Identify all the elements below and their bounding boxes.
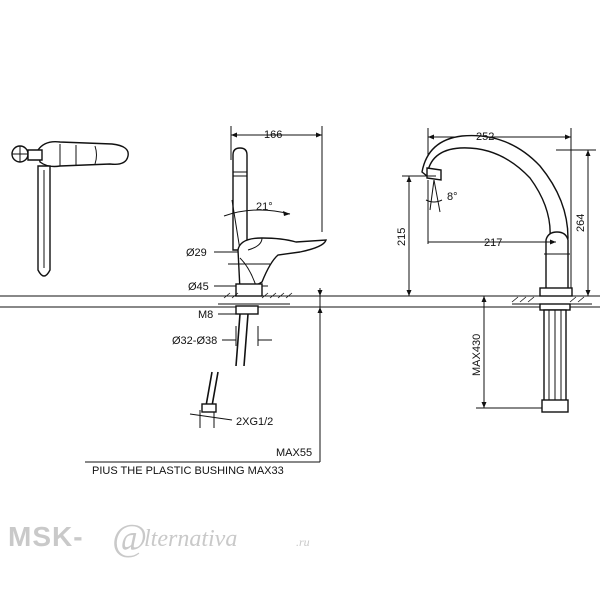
dim-hole-range: Ø32-Ø38 bbox=[172, 335, 217, 347]
dim-spout-height: 215 bbox=[396, 228, 408, 246]
dim-rotation-angle: 21° bbox=[256, 201, 273, 213]
dim-max-depth: MAX430 bbox=[471, 334, 483, 376]
dim-hose-connection: 2XG1/2 bbox=[236, 416, 273, 428]
dim-side-width: 166 bbox=[264, 129, 282, 141]
watermark-at-symbol: @ bbox=[112, 517, 147, 559]
dim-spout-angle: 8° bbox=[447, 191, 458, 203]
dim-spout-width: 252 bbox=[476, 131, 494, 143]
note-bushing: PIUS THE PLASTIC BUSHING MAX33 bbox=[92, 465, 284, 477]
dim-total-height: 264 bbox=[575, 214, 587, 232]
dim-base-diameter: Ø45 bbox=[188, 281, 209, 293]
front-view bbox=[402, 128, 596, 413]
dim-spout-reach: 217 bbox=[484, 237, 502, 249]
watermark-brand-left: MSK- bbox=[8, 521, 84, 552]
top-view bbox=[11, 140, 129, 277]
note-max-thickness: MAX55 bbox=[276, 447, 312, 459]
dim-thread: M8 bbox=[198, 309, 213, 321]
watermark-brand-right: lternativa bbox=[144, 526, 237, 552]
watermark-domain: .ru bbox=[296, 535, 310, 549]
side-view bbox=[85, 126, 327, 463]
dim-body-diameter: Ø29 bbox=[186, 247, 207, 259]
watermark-logo: MSK- @ lternativa .ru bbox=[8, 517, 310, 559]
